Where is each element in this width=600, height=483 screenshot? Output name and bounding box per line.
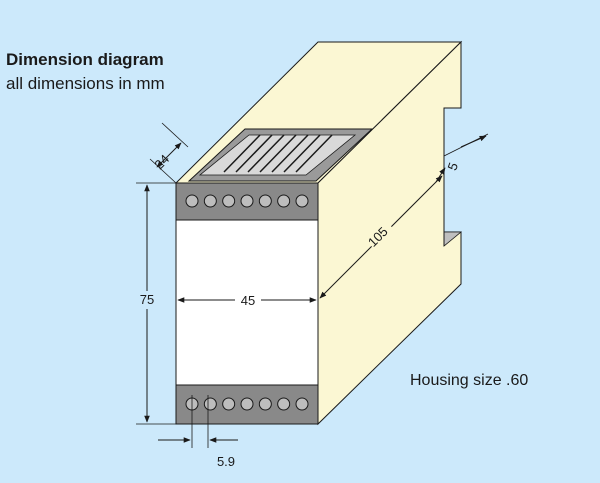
terminal-screw [295,397,309,411]
terminal-screw [258,397,272,411]
dim-depth-top: 24 [149,122,189,184]
grille-slots [223,134,333,173]
terminal-screw [277,397,291,411]
dim-notch-label: 5 [444,160,461,172]
terminal-screw [277,194,291,208]
terminal-screw [258,194,272,208]
terminal-screws-top [185,194,309,208]
terminal-screw [295,194,309,208]
terminal-screws-bottom [185,397,309,411]
terminal-screw [240,194,254,208]
terminal-screw [222,397,236,411]
terminal-screw [203,397,217,411]
dim-height: 75 [136,182,176,425]
dim-width-label: 45 [241,293,255,308]
terminal-screw [222,194,236,208]
dim-height-label: 75 [140,292,154,307]
diagram-subtitle: all dimensions in mm [6,74,165,93]
dim-width: 45 [177,291,317,309]
housing-size-label: Housing size .60 [410,372,529,389]
terminal-screw [203,194,217,208]
dim-notch: 5 [435,133,489,183]
dim-terminal-pitch: 5.9 [158,395,238,469]
terminal-screw [240,397,254,411]
terminal-screw [185,194,199,208]
dim-terminal-pitch-label: 5.9 [217,454,235,469]
diagram-title: Dimension diagram [6,50,164,69]
